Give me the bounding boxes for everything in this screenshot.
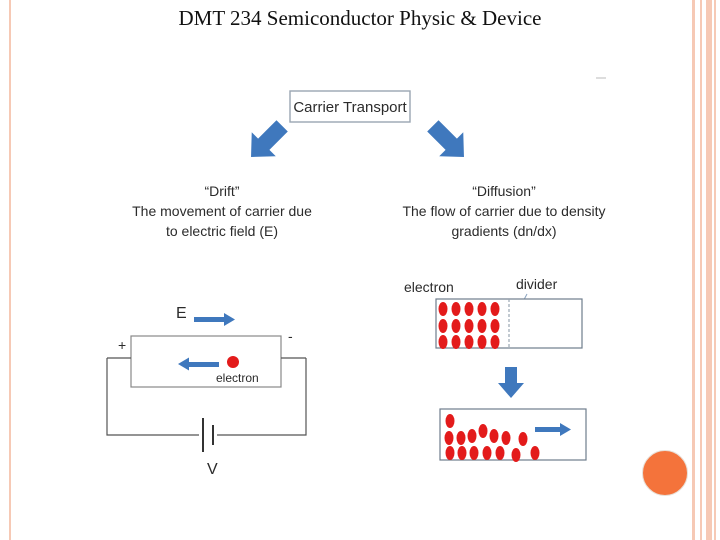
circuit-wire-left xyxy=(106,358,199,436)
decorative-stripe xyxy=(714,0,716,540)
decorative-stripe xyxy=(706,0,712,540)
electron-cluster-before xyxy=(438,302,500,349)
decorative-stripe xyxy=(700,0,702,540)
right-branch-arrow-icon xyxy=(427,120,464,157)
decorative-orange-circle xyxy=(642,450,688,496)
minus-terminal-label: - xyxy=(288,328,293,344)
drift-electron-label: electron xyxy=(216,371,259,385)
left-branch-arrow-icon xyxy=(251,120,288,157)
drift-heading: “Drift” xyxy=(205,183,240,199)
electron-dot xyxy=(227,356,239,368)
drift-line-1: The movement of carrier due xyxy=(132,203,312,219)
electron-motion-arrow-icon xyxy=(178,357,219,371)
diffusion-electron-label: electron xyxy=(404,279,454,295)
carrier-transport-label: Carrier Transport xyxy=(293,99,407,116)
down-arrow-icon xyxy=(498,367,524,398)
decorative-stripe xyxy=(692,0,695,540)
divider-label: divider xyxy=(516,276,558,292)
diffusion-direction-arrow-icon xyxy=(535,423,571,436)
voltage-label: V xyxy=(207,461,218,478)
field-label: E xyxy=(176,305,187,322)
diffusion-line-2: gradients (dn/dx) xyxy=(451,223,556,239)
slide-title: DMT 234 Semiconductor Physic & Device xyxy=(178,6,542,30)
circuit-wire-right xyxy=(217,358,307,436)
semiconductor-bar xyxy=(130,335,282,388)
decorative-stripe-left xyxy=(9,0,11,540)
field-arrow-icon xyxy=(194,313,235,326)
carrier-transport-box xyxy=(289,90,411,123)
drift-line-2: to electric field (E) xyxy=(166,223,278,239)
diffusion-line-1: The flow of carrier due to density xyxy=(402,203,605,219)
electron-cluster-after xyxy=(444,414,540,462)
diffusion-heading: “Diffusion” xyxy=(472,183,536,199)
plus-terminal-label: + xyxy=(118,337,126,353)
